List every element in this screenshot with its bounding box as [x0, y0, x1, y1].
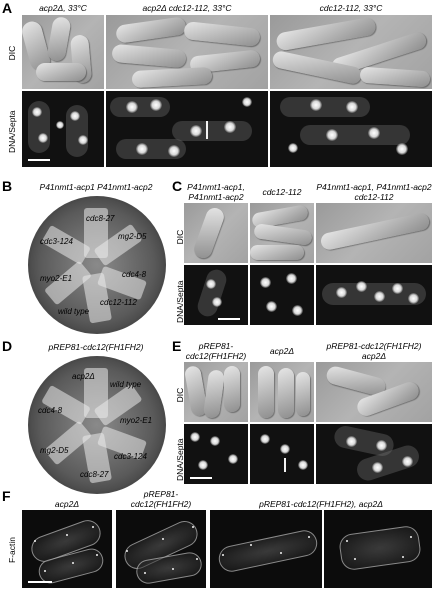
panel-b-strain-cdc8-27: cdc8-27: [86, 214, 115, 223]
panel-b-agar-plate: [28, 196, 166, 334]
panel-f-actin-image-1: [22, 510, 112, 588]
panel-d-letter: D: [2, 338, 13, 354]
panel-a-col3-caption: cdc12-112, 33°C: [319, 3, 383, 13]
panel-e-col2-caption: acp2Δ: [269, 346, 295, 356]
panel-f-letter: F: [2, 488, 11, 504]
panel-f-col2-caption: pREP81- cdc12(FH1FH2): [130, 489, 192, 509]
panel-a-row-dna-label: DNA/Septa: [7, 110, 17, 153]
panel-c-col3-caption: P41nmt1-acp1, P41nmt1-acp2 cdc12-112: [316, 182, 432, 202]
panel-a-letter: A: [2, 0, 13, 16]
panel-e-dna-image-1: [184, 424, 248, 484]
panel-c-col1-caption: P41nmt1-acp1, P41nmt1-acp2: [187, 182, 245, 202]
panel-c-dic-image-1: [184, 203, 248, 263]
panel-a-dna-image-2: [106, 91, 268, 167]
panel-f-col3-caption: pREP81-cdc12(FH1FH2), acp2Δ: [259, 499, 383, 509]
panel-e-dna-image-2: [250, 424, 314, 484]
panel-b-strain-wild-type: wild type: [58, 307, 90, 316]
panel-b-strain-myo2-e1: myo2-E1: [40, 274, 73, 283]
panel-d-title: pREP81-cdc12(FH1FH2): [48, 342, 144, 352]
panel-a-col1-caption: acp2Δ, 33°C: [39, 3, 87, 13]
panel-c-col2-caption: cdc12-112: [262, 187, 302, 197]
panel-c-dna-image-1: [184, 265, 248, 325]
panel-f-scale-bar: [28, 581, 52, 583]
panel-a-dic-image-1: [22, 15, 104, 89]
panel-c-dna-image-2: [250, 265, 314, 325]
panel-b-strain-cdc4-8: cdc4-8: [122, 270, 147, 279]
panel-f-col1-caption: acp2Δ: [54, 499, 80, 509]
panel-e-scale-bar: [190, 477, 212, 479]
panel-a-dic-image-3: [270, 15, 432, 89]
panel-e-dic-image-2: [250, 362, 314, 422]
panel-f-actin-image-3: [210, 510, 322, 588]
panel-a-dna-image-3: [270, 91, 432, 167]
panel-a-dic-image-2: [106, 15, 268, 89]
panel-d-strain-cdc8-27: cdc8-27: [80, 470, 109, 479]
panel-b-letter: B: [2, 178, 13, 194]
panel-c-dic-image-2: [250, 203, 314, 263]
panel-d-strain-wild-type: wild type: [110, 380, 142, 389]
panel-d-strain-cdc4-8: cdc4-8: [38, 406, 63, 415]
panel-d-strain-cdc3-124: cdc3-124: [114, 452, 147, 461]
panel-c-dna-image-3: [316, 265, 432, 325]
panel-c-scale-bar: [218, 318, 240, 320]
panel-b-strain-mg2-d5: mg2-D5: [118, 232, 147, 241]
panel-d-agar-plate: [28, 356, 166, 494]
panel-b-strain-cdc3-124: cdc3-124: [40, 237, 73, 246]
panel-d-strain-acp2: acp2Δ: [72, 372, 95, 381]
panel-d-strain-mg2-d5: mg2-D5: [40, 446, 69, 455]
panel-e-col3-caption: pREP81-cdc12(FH1FH2) acp2Δ: [326, 341, 422, 361]
panel-b-title: P41nmt1-acp1 P41nmt1-acp2: [39, 182, 153, 192]
panel-a-scale-bar: [28, 159, 50, 161]
panel-e-dic-image-1: [184, 362, 248, 422]
panel-e-dic-image-3: [316, 362, 432, 422]
panel-a-col2-caption: acp2Δ cdc12-112, 33°C: [142, 3, 232, 13]
panel-f-actin-image-4: [324, 510, 432, 588]
panel-a-row-dic-label: DIC: [7, 45, 17, 61]
panel-d-strain-myo2-e1: myo2-E1: [120, 416, 153, 425]
panel-e-dna-image-3: [316, 424, 432, 484]
panel-f-actin-image-2: [116, 510, 206, 588]
panel-c-letter: C: [172, 178, 183, 194]
panel-c-dic-image-3: [316, 203, 432, 263]
panel-e-letter: E: [172, 338, 182, 354]
panel-a-dna-image-1: [22, 91, 104, 167]
panel-b-strain-cdc12-112: cdc12-112: [100, 298, 137, 307]
panel-e-col1-caption: pREP81- cdc12(FH1FH2): [185, 341, 247, 361]
panel-f-row-factin-label: F-actin: [7, 537, 17, 563]
